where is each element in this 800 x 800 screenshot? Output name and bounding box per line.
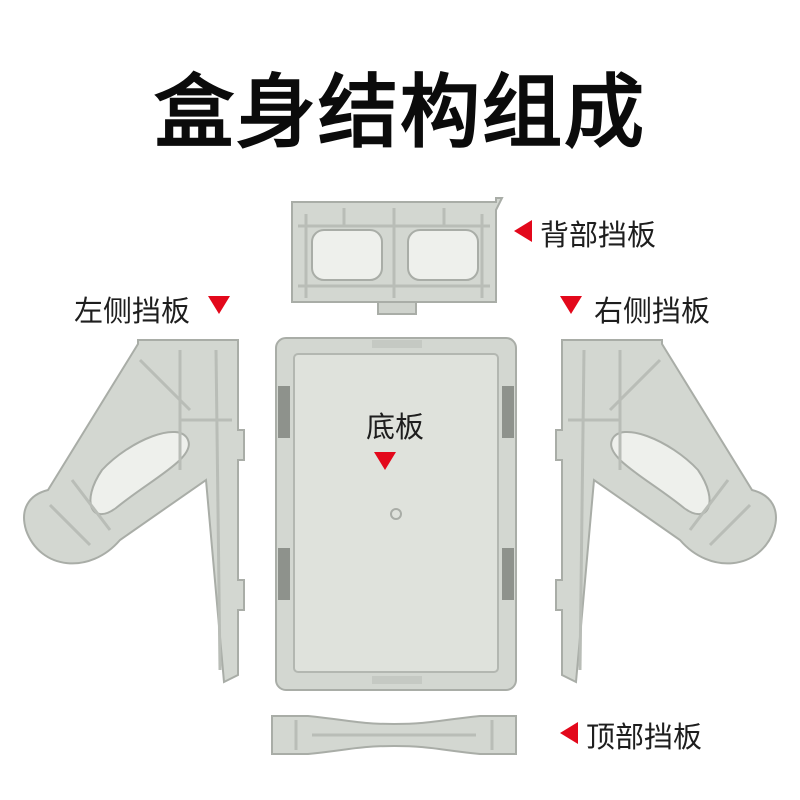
back-panel-pointer-icon	[514, 220, 532, 242]
page-title: 盒身结构组成	[154, 66, 646, 159]
top-panel-label: 顶部挡板	[586, 720, 703, 754]
right-panel-label: 右侧挡板	[594, 294, 711, 328]
bottom-panel-pointer-icon	[374, 452, 396, 470]
back-panel-image	[284, 190, 504, 322]
left-panel-pointer-icon	[208, 296, 230, 314]
bottom-panel-label: 底板	[366, 410, 425, 444]
top-panel-pointer-icon	[560, 722, 578, 744]
top-panel-image	[268, 710, 520, 760]
left-panel-label: 左侧挡板	[74, 294, 191, 328]
back-panel-label: 背部挡板	[540, 218, 657, 252]
bottom-panel-image	[272, 334, 522, 696]
left-panel-image	[20, 330, 252, 690]
right-panel-pointer-icon	[560, 296, 582, 314]
right-panel-image	[548, 330, 780, 690]
